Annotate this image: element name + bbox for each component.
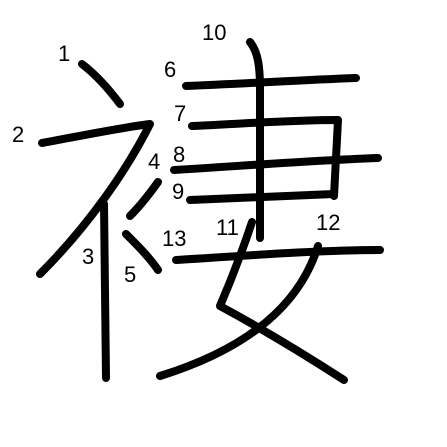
- stroke-13: [172, 246, 384, 264]
- stroke-number-11: 11: [216, 215, 239, 240]
- stroke-number-10: 10: [202, 20, 227, 45]
- stroke-number-2: 2: [12, 122, 25, 147]
- stroke-4: [126, 178, 162, 220]
- stroke-9: [186, 190, 338, 204]
- stroke-number-1: 1: [58, 41, 71, 66]
- stroke-12: [156, 242, 322, 380]
- stroke-11: [216, 218, 348, 384]
- stroke-number-12: 12: [316, 210, 341, 235]
- stroke-2: [36, 120, 154, 278]
- stroke-number-3: 3: [82, 244, 95, 269]
- stroke-8: [170, 154, 382, 174]
- stroke-6: [182, 74, 360, 90]
- stroke-number-7: 7: [174, 101, 187, 126]
- stroke-number-9: 9: [172, 179, 185, 204]
- stroke-1: [78, 60, 124, 108]
- stroke-7: [188, 116, 342, 200]
- stroke-number-13: 13: [162, 226, 187, 251]
- stroke-3: [100, 200, 110, 382]
- stroke-5: [122, 230, 162, 274]
- stroke-number-6: 6: [164, 57, 177, 82]
- stroke-10: [246, 38, 264, 242]
- stroke-number-4: 4: [148, 149, 161, 174]
- stroke-number-8: 8: [173, 142, 186, 167]
- stroke-number-5: 5: [124, 262, 137, 287]
